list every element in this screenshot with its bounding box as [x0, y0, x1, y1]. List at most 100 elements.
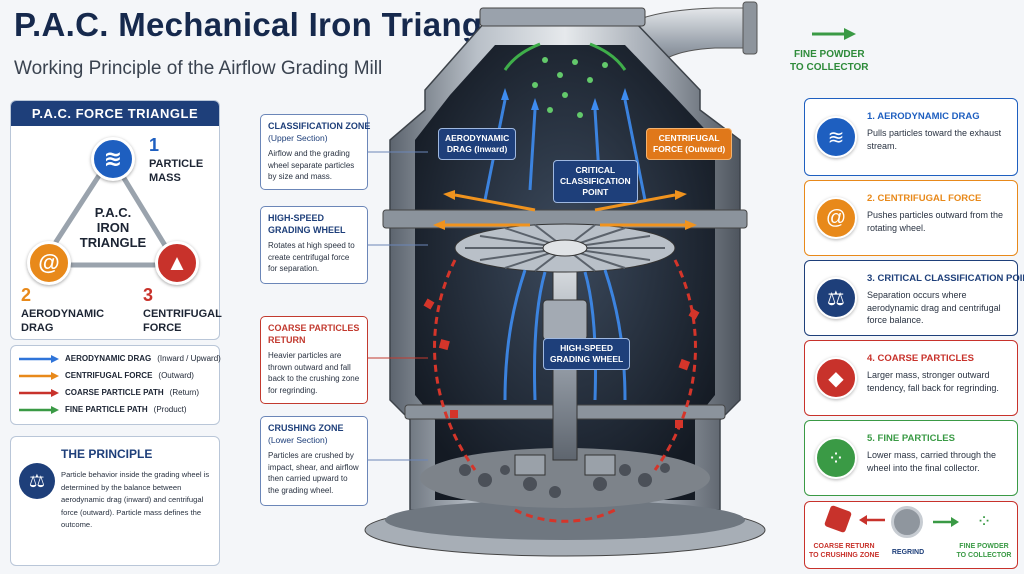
- callout-text: Airflow and the grading wheel separate p…: [268, 149, 355, 181]
- centrifugal-badge-line1: CENTRIFUGAL: [658, 133, 720, 143]
- coarse-return-line1: COARSE RETURN: [813, 543, 875, 550]
- red-arrow-icon: [19, 388, 59, 397]
- critical-badge-line3: POINT: [582, 187, 609, 197]
- card-title: 1. AERODYNAMIC DRAG: [867, 111, 980, 122]
- callout-text: Particles are crushed by impact, shear, …: [268, 451, 359, 495]
- triangle-diagram: [38, 154, 180, 268]
- callout-text: Rotates at high speed to create centrifu…: [268, 241, 355, 273]
- card-text: Lower mass, carried through the wheel in…: [867, 450, 997, 473]
- wheel-badge-line1: HIGH-SPEED: [560, 343, 614, 353]
- card-centrifugal-force: @ 2. CENTRIFUGAL FORCE Pushes particles …: [804, 180, 1018, 256]
- triangle-center-line1: P.A.C.: [94, 205, 132, 220]
- card-title: 2. CENTRIFUGAL FORCE: [867, 193, 982, 204]
- card-text: Larger mass, stronger outward tendency, …: [867, 370, 999, 393]
- callout-title: CRUSHING ZONE: [268, 423, 344, 433]
- card-title: 4. COARSE PARTICLES: [867, 353, 974, 364]
- vertex-2-number: 2: [21, 285, 32, 305]
- coarse-return-line2: TO CRUSHING ZONE: [809, 552, 880, 559]
- orange-arrow-icon: [19, 371, 59, 380]
- legend-item-fine: FINE PARTICLE PATH (Product): [19, 405, 187, 414]
- fine-powder-line1: FINE POWDER: [793, 49, 865, 60]
- callout-sub: (Upper Section): [268, 133, 328, 143]
- vertex-1-label-line2: MASS: [149, 172, 181, 184]
- legend-item-centrifugal: CENTRIFUGAL FORCE(Outward): [19, 371, 194, 380]
- triangle-center-label: P.A.C. IRON TRIANGLE: [73, 205, 153, 250]
- legend-label: AERODYNAMIC DRAG: [65, 354, 152, 363]
- callout-title: HIGH-SPEED: [268, 213, 325, 223]
- triangle-center-line3: TRIANGLE: [79, 235, 147, 250]
- fine-powder-arrow-icon: [812, 28, 856, 40]
- grading-wheel-callout: HIGH-SPEED GRADING WHEEL Rotates at high…: [260, 206, 368, 284]
- swirl-icon: @: [27, 241, 71, 285]
- wind-icon: ≋: [91, 137, 135, 181]
- vertex-1-label-line1: PARTICLE: [149, 158, 204, 170]
- scale-icon: ⚖: [815, 277, 857, 319]
- callout-title: COARSE PARTICLES: [268, 323, 360, 333]
- vertex-3-label-line2: FORCE: [143, 322, 182, 334]
- card-text: Separation occurs where aerodynamic drag…: [867, 290, 1001, 325]
- grading-wheel-icon: [891, 506, 923, 538]
- legend-item-aero: AERODYNAMIC DRAG (Inward / Upward): [19, 354, 221, 363]
- vertex-3-number: 3: [143, 285, 154, 305]
- vertex-2-label-line2: DRAG: [21, 322, 54, 334]
- legend-panel: AERODYNAMIC DRAG (Inward / Upward) CENTRI…: [10, 345, 221, 425]
- card-aerodynamic-drag: ≋ 1. AERODYNAMIC DRAG Pulls particles to…: [804, 98, 1018, 176]
- force-triangle-heading: P.A.C. FORCE TRIANGLE: [11, 101, 219, 126]
- fine-strip-line1: FINE POWDER: [959, 543, 1009, 550]
- card-title: 3. CRITICAL CLASSIFICATION POINT: [867, 273, 1024, 284]
- page-title: P.A.C. Mechanical Iron Triangle: [14, 6, 511, 43]
- legend-sub: (Inward / Upward): [157, 354, 221, 363]
- card-title: 5. FINE PARTICLES: [867, 433, 955, 444]
- fine-powder-label: FINE POWDER TO COLLECTOR: [790, 48, 869, 74]
- centrifugal-badge: CENTRIFUGAL FORCE (Outward): [646, 128, 733, 160]
- legend-sub: (Return): [169, 388, 200, 397]
- callout-title: CLASSIFICATION ZONE: [268, 121, 371, 131]
- coarse-return-callout: COARSE PARTICLES RETURN Heavier particle…: [260, 316, 368, 404]
- legend-item-coarse: COARSE PARTICLE PATH (Return): [19, 388, 199, 397]
- green-arrow-icon: [933, 517, 959, 527]
- legend-label: CENTRIFUGAL FORCE: [65, 371, 153, 380]
- wind-icon: ≋: [815, 116, 857, 158]
- wheel-badge-line2: GRADING WHEEL: [550, 354, 624, 364]
- vertex-2-label-line1: AERODYNAMIC: [21, 308, 105, 320]
- force-triangle-panel: P.A.C. FORCE TRIANGLE ≋ @ ▲ 1 PARTICLE M…: [10, 100, 222, 340]
- red-arrow-icon: [859, 515, 885, 525]
- coarse-chunk-icon: [823, 504, 853, 534]
- legend-label: FINE PARTICLE PATH: [65, 405, 148, 414]
- crushing-zone-callout: CRUSHING ZONE (Lower Section) Particles …: [260, 416, 368, 506]
- card-text: Pushes particles outward from the rotati…: [867, 210, 1004, 233]
- scale-icon: ⚖: [19, 463, 55, 499]
- principle-text: Particle behavior inside the grading whe…: [61, 470, 210, 529]
- critical-badge-line1: CRITICAL: [575, 165, 616, 175]
- vertex-3-label-line1: CENTRIFUGAL: [143, 308, 222, 320]
- card-text: Pulls particles toward the exhaust strea…: [867, 128, 1002, 151]
- cycle-strip: COARSE RETURN TO CRUSHING ZONE REGRIND ⁘…: [804, 501, 1018, 569]
- aero-drag-badge-line2: DRAG (Inward): [446, 144, 508, 154]
- legend-label: COARSE PARTICLE PATH: [65, 388, 164, 397]
- callout-sub: (Lower Section): [268, 435, 328, 445]
- grading-wheel-badge: HIGH-SPEED GRADING WHEEL: [543, 338, 631, 370]
- aero-drag-badge: AERODYNAMIC DRAG (Inward): [438, 128, 517, 160]
- fine-powder-strip-label: FINE POWDER TO COLLECTOR: [951, 542, 1017, 560]
- triangle-center-line2: IRON: [96, 220, 130, 235]
- vertex-1-number: 1: [149, 135, 160, 155]
- callout-sub: GRADING WHEEL: [268, 225, 346, 235]
- weight-icon: ▲: [155, 241, 199, 285]
- fine-powder-line2: TO COLLECTOR: [790, 62, 869, 73]
- principle-panel: ⚖ THE PRINCIPLE Particle behavior inside…: [10, 436, 220, 566]
- coarse-particle-icon: ◆: [815, 357, 857, 399]
- fine-powder-icon: ⁘: [976, 511, 992, 531]
- aero-drag-badge-line1: AERODYNAMIC: [445, 133, 510, 143]
- fine-strip-line2: TO COLLECTOR: [956, 552, 1012, 559]
- principle-title: THE PRINCIPLE: [61, 447, 153, 461]
- callout-connectors: [368, 151, 428, 461]
- critical-point-badge: CRITICAL CLASSIFICATION POINT: [553, 160, 638, 203]
- callout-text: Heavier particles are thrown outward and…: [268, 351, 360, 395]
- callout-sub: RETURN: [268, 335, 306, 345]
- page-subtitle: Working Principle of the Airflow Grading…: [14, 58, 383, 79]
- card-critical-point: ⚖ 3. CRITICAL CLASSIFICATION POINT Separ…: [804, 260, 1024, 336]
- swirl-icon: @: [815, 197, 857, 239]
- card-coarse-particles: ◆ 4. COARSE PARTICLES Larger mass, stron…: [804, 340, 1018, 416]
- legend-sub: (Product): [153, 405, 187, 414]
- card-fine-particles: ⁘ 5. FINE PARTICLES Lower mass, carried …: [804, 420, 1018, 496]
